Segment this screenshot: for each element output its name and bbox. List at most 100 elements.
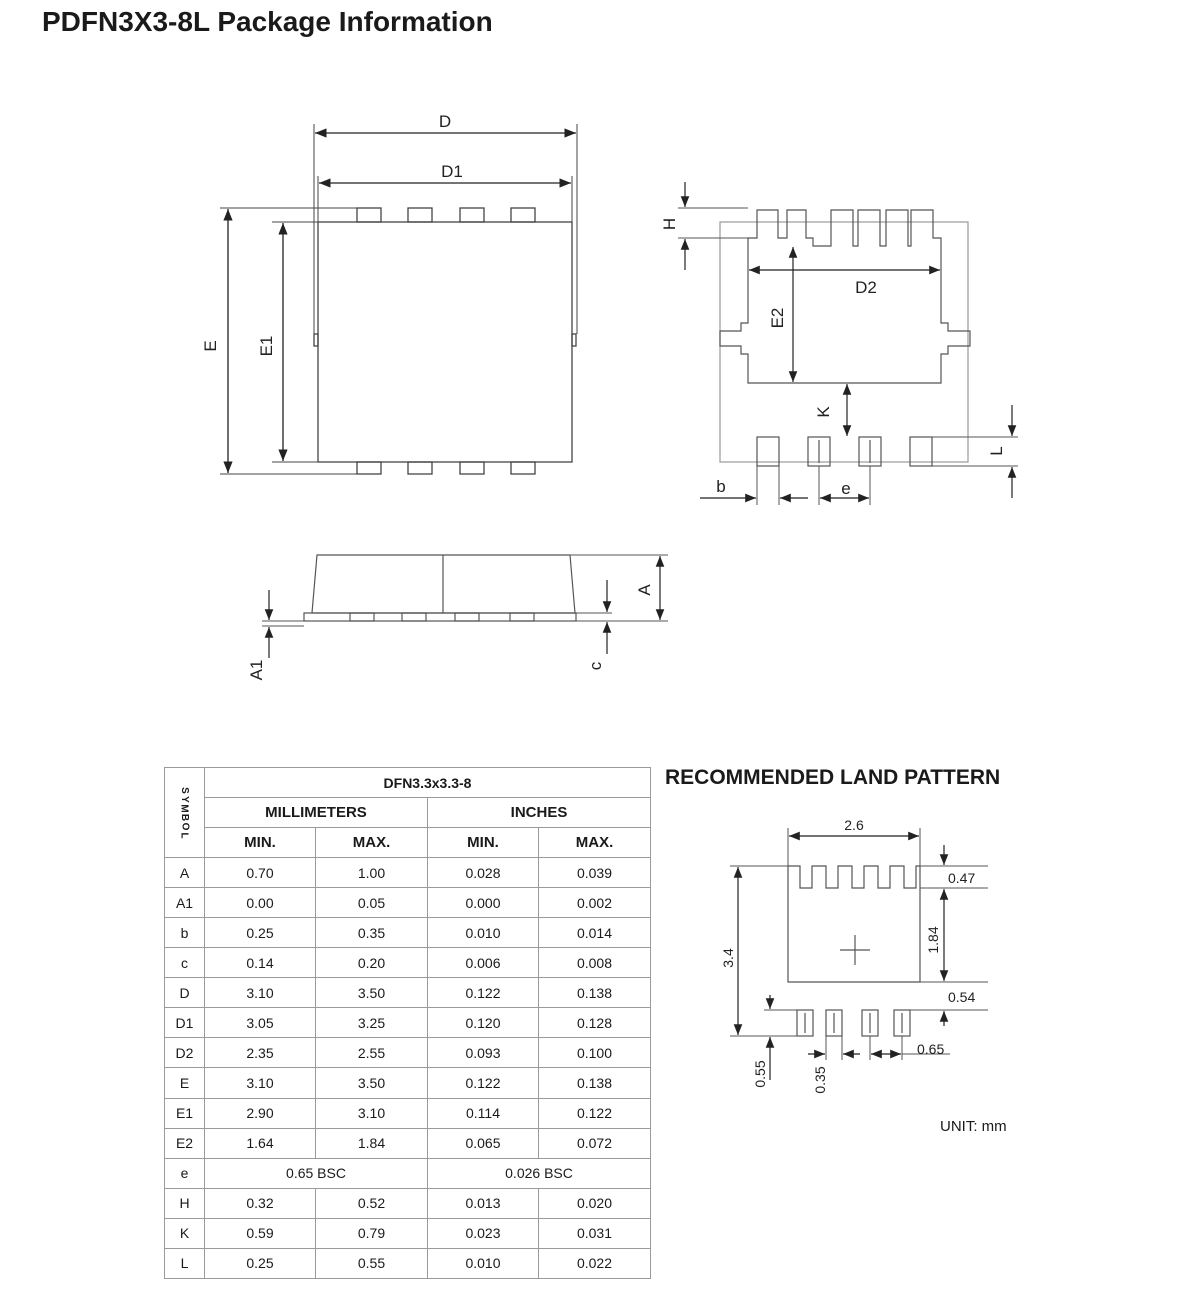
mm-header: MILLIMETERS — [204, 797, 428, 829]
thermal-pad — [719, 209, 971, 384]
bottom-pad — [356, 461, 382, 475]
mm-min-cell: 0.70 — [204, 857, 316, 889]
land-pad — [825, 1009, 843, 1037]
in-min-cell: 0.010 — [427, 1247, 539, 1280]
in-max-cell: 0.014 — [538, 917, 651, 949]
symbol-cell: D1 — [164, 1007, 205, 1039]
mm-min-cell: 0.25 — [204, 917, 316, 949]
in-min-cell: 0.006 — [427, 947, 539, 979]
dim-label-D2: D2 — [855, 278, 877, 297]
symbol-cell: c — [164, 947, 205, 979]
dim-label-A: A — [635, 584, 654, 596]
mm-min-cell: 3.05 — [204, 1007, 316, 1039]
land-dim-gap: 0.54 — [948, 989, 975, 1005]
mm-max-cell: 2.55 — [315, 1037, 428, 1069]
top-pad — [459, 207, 485, 223]
in-min-cell: 0.028 — [427, 857, 539, 889]
land-dim-pad-w: 0.35 — [812, 1066, 828, 1093]
top-pad — [356, 207, 382, 223]
bottom-pad — [459, 461, 485, 475]
in-max-cell: 0.122 — [538, 1097, 651, 1129]
symbol-cell: K — [164, 1217, 205, 1249]
symbol-cell: A1 — [164, 887, 205, 919]
mm-min-cell: 0.59 — [204, 1217, 316, 1249]
in-min-cell: 0.010 — [427, 917, 539, 949]
mm-min-cell: 1.64 — [204, 1127, 316, 1159]
in-max-cell: 0.008 — [538, 947, 651, 979]
mm-max-cell: 1.84 — [315, 1127, 428, 1159]
dim-label-D: D — [439, 112, 451, 131]
land-pad — [796, 1009, 814, 1037]
mm-max-header: MAX. — [315, 827, 428, 859]
in-max-cell: 0.138 — [538, 1067, 651, 1099]
bottom-pad — [407, 461, 433, 475]
mm-min-cell: 3.10 — [204, 1067, 316, 1099]
in-min-cell: 0.013 — [427, 1187, 539, 1219]
mm-min-cell: 0.25 — [204, 1247, 316, 1280]
in-min-cell: 0.120 — [427, 1007, 539, 1039]
mm-max-cell: 0.20 — [315, 947, 428, 979]
top-pad — [510, 207, 536, 223]
dim-label-D1: D1 — [441, 162, 463, 181]
in-max-cell: 0.022 — [538, 1247, 651, 1280]
mm-min-cell: 0.00 — [204, 887, 316, 919]
in-max-cell: 0.072 — [538, 1127, 651, 1159]
land-pattern-title: RECOMMENDED LAND PATTERN — [665, 766, 1001, 789]
symbol-cell: b — [164, 917, 205, 949]
in-min-cell: 0.023 — [427, 1217, 539, 1249]
dim-label-E1: E1 — [257, 336, 276, 357]
side-leadframe — [303, 612, 577, 622]
symbol-cell: D2 — [164, 1037, 205, 1069]
dim-label-H: H — [660, 218, 679, 230]
symbol-cell: L — [164, 1247, 205, 1280]
page-title: PDFN3X3-8L Package Information — [42, 6, 493, 37]
in-max-cell: 0.128 — [538, 1007, 651, 1039]
mm-max-cell: 3.25 — [315, 1007, 428, 1039]
symbol-cell: H — [164, 1187, 205, 1219]
land-dim-pad-h: 0.55 — [752, 1060, 768, 1087]
in-max-cell: 0.020 — [538, 1187, 651, 1219]
dim-label-e: e — [841, 479, 850, 498]
top-pad — [407, 207, 433, 223]
mm-min-cell: 0.14 — [204, 947, 316, 979]
symbol-cell: E2 — [164, 1127, 205, 1159]
in-min-header: MIN. — [427, 827, 539, 859]
mm-min-header: MIN. — [204, 827, 316, 859]
dim-label-b: b — [716, 477, 725, 496]
symbol-header-letter: B — [178, 813, 190, 821]
mm-min-cell: 2.90 — [204, 1097, 316, 1129]
land-pattern-drawing — [730, 828, 988, 1080]
land-dim-width: 2.6 — [844, 817, 864, 833]
mm-max-cell: 0.79 — [315, 1217, 428, 1249]
symbol-header-letter: M — [179, 803, 190, 813]
mm-min-cell: 0.32 — [204, 1187, 316, 1219]
bottom-pad — [510, 461, 536, 475]
symbol-cell: E — [164, 1067, 205, 1099]
in-max-cell: 0.039 — [538, 857, 651, 889]
in-max-cell: 0.138 — [538, 977, 651, 1009]
symbol-cell: e — [164, 1157, 205, 1189]
in-min-cell: 0.122 — [427, 1067, 539, 1099]
in-min-cell: 0.114 — [427, 1097, 539, 1129]
mm-min-cell: 3.10 — [204, 977, 316, 1009]
mm-max-cell: 0.55 — [315, 1247, 428, 1280]
symbol-header-letter: S — [178, 786, 190, 794]
in-min-cell: 0.000 — [427, 887, 539, 919]
dim-label-E: E — [201, 340, 220, 351]
mm-max-cell: 0.35 — [315, 917, 428, 949]
